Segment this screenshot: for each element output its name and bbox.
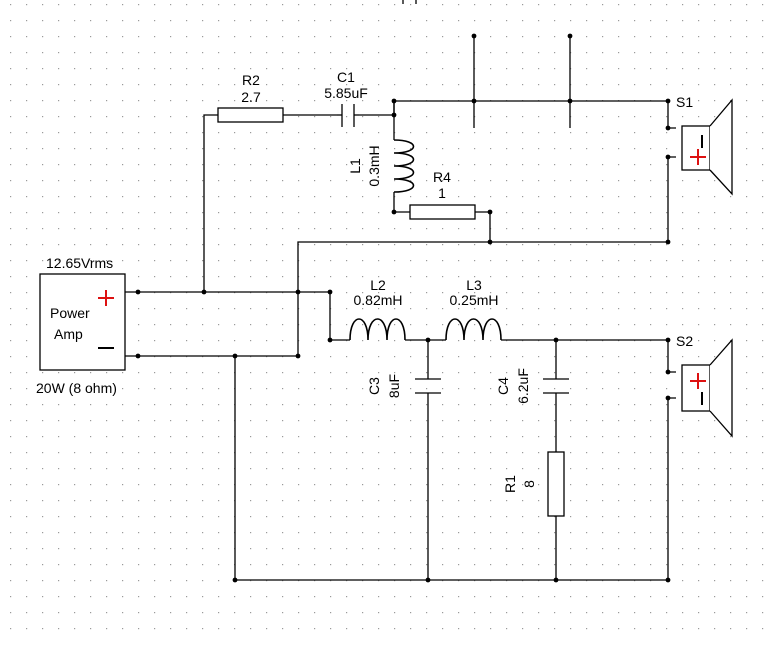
- r1-value-label: 8: [521, 480, 537, 488]
- amp-voltage-label: 12.65Vrms: [46, 255, 113, 271]
- speaker-s1: S1: [676, 94, 733, 196]
- power-amp: 12.65Vrms Power Amp 20W (8 ohm): [36, 255, 126, 396]
- s1-label: S1: [676, 94, 693, 110]
- c3-ref-label: C3: [366, 377, 382, 395]
- amp-box: [39, 273, 126, 371]
- capacitor-c3: C3 8uF: [366, 374, 441, 398]
- l2-value-label: 0.82mH: [353, 292, 402, 308]
- resistor-r2: R2 2.7: [217, 72, 284, 123]
- r2-ref-label: R2: [242, 72, 260, 88]
- c4-ref-label: C4: [495, 377, 511, 395]
- l3-value-label: 0.25mH: [449, 292, 498, 308]
- amp-plus-icon: [98, 290, 114, 306]
- r2-value-label: 2.7: [241, 89, 261, 105]
- s2-label: S2: [676, 333, 693, 349]
- c3-value-label: 8uF: [386, 374, 402, 398]
- c1-value-label: 5.85uF: [324, 85, 368, 101]
- wires: [125, 36, 676, 581]
- capacitor-c4: C4 6.2uF: [495, 368, 569, 404]
- c4-value-label: 6.2uF: [515, 368, 531, 404]
- top-edge-fragment: [402, 0, 417, 4]
- amp-name-line1: Power: [50, 305, 90, 321]
- amp-name-line2: Amp: [54, 326, 83, 342]
- inductor-l2: L2 0.82mH: [349, 277, 406, 341]
- r4-ref-label: R4: [433, 169, 451, 185]
- inductor-l3: L3 0.25mH: [445, 277, 502, 341]
- junction-dots: [135, 33, 671, 583]
- s1-plus-icon: [690, 149, 706, 165]
- speaker-s2: S2: [676, 333, 733, 438]
- r4-value-label: 1: [438, 185, 446, 201]
- l2-ref-label: L2: [370, 277, 386, 293]
- l3-ref-label: L3: [466, 277, 482, 293]
- resistor-r4: R4 1: [409, 169, 476, 220]
- resistor-r1: R1 8: [502, 451, 565, 517]
- l1-value-label: 0.3mH: [366, 145, 382, 186]
- r1-ref-label: R1: [502, 475, 518, 493]
- capacitor-c1: C1 5.85uF: [324, 69, 368, 127]
- c1-ref-label: C1: [337, 69, 355, 85]
- amp-rating-label: 20W (8 ohm): [36, 380, 117, 396]
- l1-ref-label: L1: [347, 158, 363, 174]
- s2-plus-icon: [690, 373, 706, 389]
- grid-dots: [10, 4, 764, 630]
- inductor-l1: L1 0.3mH: [347, 139, 415, 193]
